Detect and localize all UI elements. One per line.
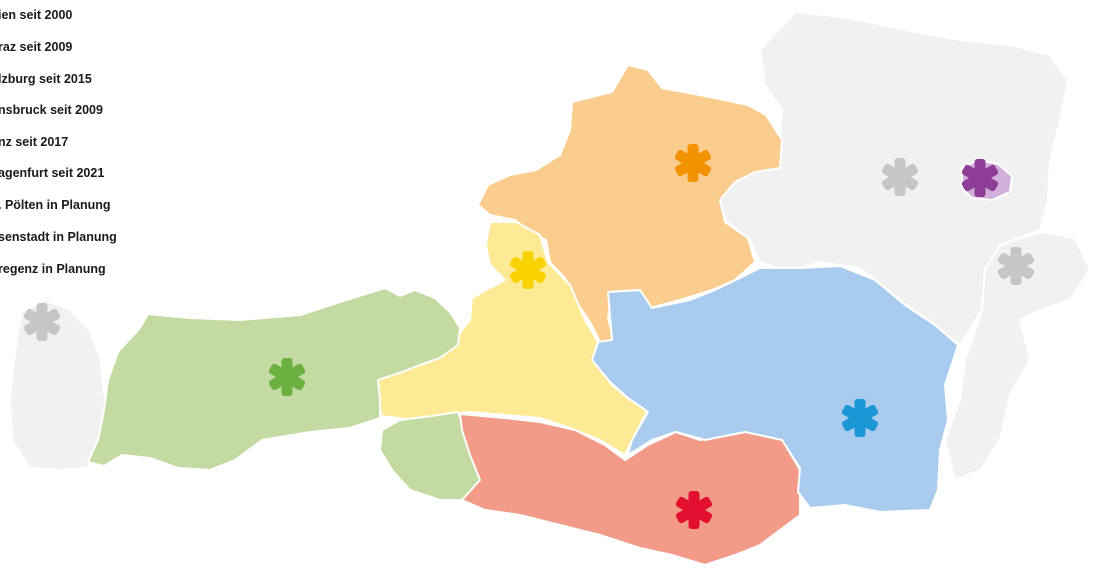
legend-label: lzburg seit 2015 — [0, 72, 92, 86]
asterisk-icon[interactable] — [268, 358, 306, 396]
legend-item-bregenz[interactable]: regenz in Planung — [0, 262, 108, 276]
asterisk-arm — [675, 496, 713, 524]
legend-label: nz seit 2017 — [0, 135, 69, 149]
asterisk-arm — [881, 163, 919, 191]
legend-label: senstadt in Planung — [0, 230, 117, 244]
asterisk-icon[interactable] — [674, 144, 712, 182]
legend-label: ien seit 2000 — [0, 8, 73, 22]
legend-label: regenz in Planung — [0, 262, 106, 276]
legend-label: agenfurt seit 2021 — [0, 166, 105, 180]
legend-item-eisenstadt[interactable]: senstadt in Planung — [0, 230, 119, 244]
asterisk-arm — [268, 363, 306, 391]
asterisk-arm — [961, 164, 999, 192]
legend-item-innsbruck[interactable]: nsbruck seit 2009 — [0, 103, 105, 117]
asterisk-arm — [841, 404, 879, 432]
asterisk-icon[interactable] — [881, 158, 919, 196]
asterisk-icon[interactable] — [961, 159, 999, 197]
legend-label: nsbruck seit 2009 — [0, 103, 103, 117]
asterisk-icon[interactable] — [675, 491, 713, 529]
legend-item-graz[interactable]: raz seit 2009 — [0, 40, 74, 54]
legend-label: raz seit 2009 — [0, 40, 73, 54]
legend-item-linz[interactable]: nz seit 2017 — [0, 135, 70, 149]
region-steiermark[interactable] — [591, 265, 959, 513]
asterisk-arm — [509, 256, 547, 284]
legend-item-st-poelten[interactable]: . Pölten in Planung — [0, 198, 113, 212]
region-salzburg[interactable] — [374, 221, 649, 456]
legend-label: . Pölten in Planung — [0, 198, 111, 212]
asterisk-arm — [674, 149, 712, 177]
legend-item-salzburg[interactable]: lzburg seit 2015 — [0, 72, 94, 86]
asterisk-arm — [997, 252, 1035, 280]
asterisk-icon[interactable] — [841, 399, 879, 437]
region-kaernten[interactable] — [459, 413, 801, 566]
legend-item-klagenfurt[interactable]: agenfurt seit 2021 — [0, 166, 106, 180]
asterisk-icon[interactable] — [997, 247, 1035, 285]
asterisk-arm — [23, 308, 61, 336]
legend: ien seit 2000 raz seit 2009 lzburg seit … — [0, 0, 200, 290]
asterisk-icon[interactable] — [509, 251, 547, 289]
asterisk-icon[interactable] — [23, 303, 61, 341]
legend-item-wien[interactable]: ien seit 2000 — [0, 8, 74, 22]
region-burgenland[interactable] — [944, 231, 1091, 481]
